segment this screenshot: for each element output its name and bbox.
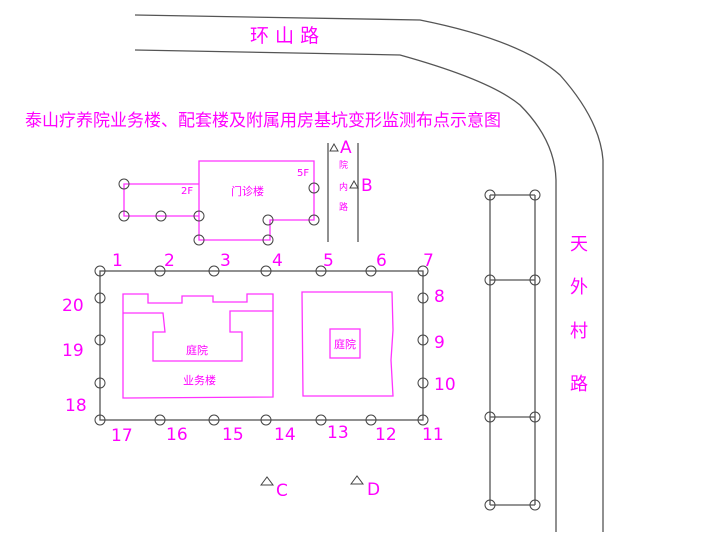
point-label: 4 — [272, 251, 283, 271]
monitoring-point-circle-icon — [94, 334, 106, 346]
monitoring-point-circle-icon — [417, 292, 429, 304]
monitoring-point-circle-icon — [484, 411, 496, 423]
benchmark-triangle-icon — [329, 142, 339, 152]
point-label: 19 — [62, 341, 84, 361]
monitoring-point-circle-icon — [94, 414, 106, 426]
point-label: 16 — [166, 425, 188, 445]
benchmark-label: B — [361, 176, 373, 196]
benchmark-triangle-icon — [350, 475, 364, 485]
point-label: 1 — [112, 251, 123, 271]
inner-road-char: 路 — [339, 201, 348, 213]
monitoring-point-circle-icon — [529, 411, 541, 423]
road-char: 天 — [570, 234, 588, 255]
point-label: 14 — [274, 425, 296, 445]
courtyard-label: 庭院 — [186, 343, 208, 357]
point-label: 11 — [422, 425, 444, 445]
clinic-building: 门诊楼 2F 5F — [123, 160, 315, 241]
benchmark-label: C — [276, 481, 288, 501]
monitoring-point-circle-icon — [118, 210, 130, 222]
monitoring-point-circle-icon — [484, 189, 496, 201]
road-edge-inner — [134, 49, 557, 532]
point-label: 20 — [62, 296, 84, 316]
monitoring-point-circle-icon — [308, 214, 320, 226]
monitoring-point-circle-icon — [417, 414, 429, 426]
monitoring-point-circle-icon — [315, 265, 327, 277]
floors-label: 2F — [181, 186, 193, 197]
benchmarks: A B C D — [260, 138, 380, 501]
business-building: 庭院 业务楼 庭院 — [122, 291, 394, 399]
point-label: 13 — [327, 423, 349, 443]
business-label: 业务楼 — [183, 373, 216, 387]
monitoring-point-circle-icon — [118, 178, 130, 190]
point-label: 2 — [164, 251, 175, 271]
monitoring-point-circle-icon — [529, 274, 541, 286]
point-label: 7 — [423, 251, 434, 271]
monitoring-points — [94, 178, 541, 511]
monitoring-point-circle-icon — [193, 234, 205, 246]
point-label: 18 — [65, 396, 87, 416]
benchmark-label: A — [340, 138, 352, 158]
clinic-label: 门诊楼 — [231, 184, 264, 198]
monitoring-point-circle-icon — [208, 265, 220, 277]
monitoring-point-circle-icon — [154, 265, 166, 277]
road-edge-outer — [134, 14, 604, 532]
monitoring-point-circle-icon — [94, 377, 106, 389]
courtyard-label: 庭院 — [334, 337, 356, 351]
monitoring-point-circle-icon — [262, 234, 274, 246]
monitoring-point-circle-icon — [155, 210, 167, 222]
road-char: 外 — [570, 277, 588, 298]
point-label: 6 — [376, 251, 387, 271]
inner-road-char: 内 — [339, 181, 348, 193]
monitoring-point-circle-icon — [94, 292, 106, 304]
monitoring-point-circle-icon — [208, 414, 220, 426]
point-label: 5 — [323, 251, 334, 271]
point-label: 15 — [222, 425, 244, 445]
diagram-title: 泰山疗养院业务楼、配套楼及附属用房基坑变形监测布点示意图 — [25, 111, 501, 131]
east-structure — [489, 194, 536, 506]
road-label-north: 环 山 路 — [250, 25, 319, 47]
point-label: 17 — [111, 426, 133, 446]
floors-label: 5F — [297, 168, 309, 179]
road-label-east: 天 外 村 路 — [570, 234, 588, 395]
point-label: 12 — [375, 425, 397, 445]
monitoring-point-circle-icon — [315, 414, 327, 426]
monitoring-point-circle-icon — [365, 265, 377, 277]
monitoring-point-circle-icon — [529, 189, 541, 201]
monitoring-point-circle-icon — [417, 265, 429, 277]
monitoring-point-circle-icon — [260, 265, 272, 277]
monitoring-point-circle-icon — [154, 414, 166, 426]
point-numbers: 1 2 3 4 5 6 7 8 9 10 11 12 13 14 15 16 1… — [62, 251, 456, 446]
road-char: 村 — [570, 321, 588, 342]
monitoring-point-circle-icon — [484, 499, 496, 511]
point-label: 3 — [220, 251, 231, 271]
road-char: 路 — [570, 374, 588, 395]
benchmark-triangle-icon — [349, 179, 359, 189]
point-label: 9 — [434, 333, 445, 353]
benchmark-triangle-icon — [260, 476, 274, 486]
monitoring-point-circle-icon — [365, 414, 377, 426]
monitoring-point-circle-icon — [529, 499, 541, 511]
monitoring-point-circle-icon — [262, 214, 274, 226]
monitoring-point-circle-icon — [308, 182, 320, 194]
point-label: 8 — [434, 287, 445, 307]
monitoring-point-circle-icon — [417, 377, 429, 389]
monitoring-point-circle-icon — [94, 265, 106, 277]
monitoring-point-circle-icon — [484, 274, 496, 286]
monitoring-point-circle-icon — [260, 414, 272, 426]
monitoring-point-circle-icon — [193, 210, 205, 222]
inner-road-char: 院 — [339, 159, 348, 171]
monitoring-point-circle-icon — [417, 334, 429, 346]
point-label: 10 — [434, 375, 456, 395]
benchmark-label: D — [367, 480, 380, 500]
